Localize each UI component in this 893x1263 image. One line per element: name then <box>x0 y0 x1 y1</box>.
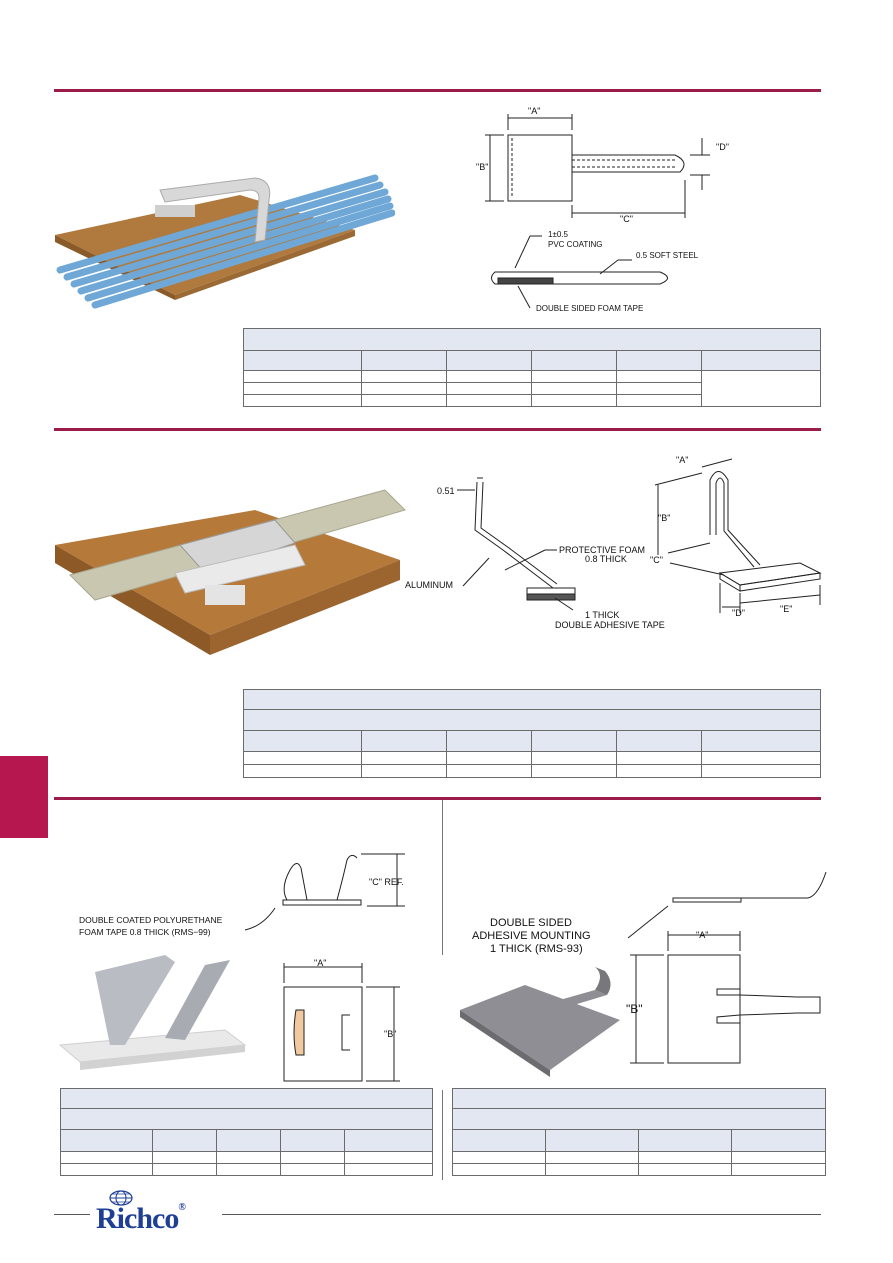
holder-dim-b: "B" <box>658 513 670 523</box>
pvc-label: PVC COATING <box>548 240 603 249</box>
clip-ref-label: "C" REF. <box>369 877 404 887</box>
clip-tape-label-1: DOUBLE COATED POLYURETHANE <box>79 915 223 925</box>
profile-thickness: 0.51 <box>437 486 455 496</box>
globe-icon <box>109 1190 133 1206</box>
product-image-adhesive-mount <box>460 967 620 1077</box>
clamp-dim-b: "B" <box>476 162 488 172</box>
logo-wordmark: Richco <box>96 1202 179 1235</box>
holder-dim-a: "A" <box>676 455 688 465</box>
dual-clip-dim-a: "A" <box>314 958 326 968</box>
holder-dim-c: "C" <box>650 555 663 565</box>
diagram-flat-cable-holder-dims: "A" "B" "C" "D" "E" <box>650 455 822 618</box>
mount-tape-label-1: DOUBLE SIDED <box>490 917 572 929</box>
section-rule-bottom <box>54 797 821 800</box>
mount-dim-b: "B" <box>626 1002 643 1016</box>
adhesive-tape-label: DOUBLE ADHESIVE TAPE <box>555 620 665 630</box>
diagram-dual-clip-dims: "A" "B" <box>283 958 400 1082</box>
diagram-dual-clip: "C" REF. DOUBLE COATED POLYURETHANE FOAM… <box>79 853 405 937</box>
column-divider-lower <box>442 1090 443 1180</box>
section-rule-top <box>54 89 821 92</box>
product-image-dual-clip <box>58 955 247 1070</box>
column-divider <box>442 800 443 955</box>
aluminum-label: ALUMINUM <box>405 580 453 590</box>
steel-label: 0.5 SOFT STEEL <box>636 251 699 260</box>
dual-clip-dim-b: "B" <box>384 1029 396 1039</box>
section-side-tab <box>0 756 48 838</box>
logo-registered-mark: ® <box>178 1202 186 1213</box>
product-image-flat-cable-holder <box>55 489 406 655</box>
footer-rule <box>222 1214 821 1215</box>
spec-table-2 <box>243 689 821 778</box>
diagram-adhesive-mount-dims: "A" "B" <box>626 930 821 1064</box>
product-image-cable-clamp <box>55 174 395 309</box>
protective-foam-label: PROTECTIVE FOAM <box>559 545 645 555</box>
diagram-adhesive-mount: DOUBLE SIDED ADHESIVE MOUNTING 1 THICK (… <box>472 871 827 955</box>
clip-tape-label-2: FOAM TAPE 0.8 THICK (RMS−99) <box>79 927 211 937</box>
diagram-cable-clamp: "A" "B" "C" "D" 1±0.5 PVC COATING 0.5 SO… <box>476 106 729 313</box>
holder-dim-e: "E" <box>780 604 792 614</box>
spec-table-3 <box>60 1088 433 1176</box>
clamp-dim-d: "D" <box>716 142 729 152</box>
section-rule-middle <box>54 428 821 431</box>
mount-dim-a: "A" <box>696 930 708 940</box>
mount-tape-label-3: 1 THICK (RMS-93) <box>490 943 583 955</box>
holder-dim-d: "D" <box>732 608 745 618</box>
spec-table-4 <box>452 1088 826 1176</box>
diagram-aluminum-profile: 0.51 ALUMINUM PROTECTIVE FOAM 0.8 THICK … <box>405 477 665 630</box>
foam-tape-label: DOUBLE SIDED FOAM TAPE <box>536 304 643 313</box>
footer-rule-left <box>54 1214 90 1215</box>
tape-thickness-label: 1 THICK <box>585 610 619 620</box>
foam-thickness-label: 0.8 THICK <box>585 554 627 564</box>
clamp-dim-a: "A" <box>528 106 540 116</box>
pvc-value: 1±0.5 <box>548 230 569 239</box>
clamp-dim-c: "C" <box>620 214 633 224</box>
spec-table-1 <box>243 328 821 407</box>
mount-tape-label-2: ADHESIVE MOUNTING <box>472 930 591 942</box>
richco-logo: Richco® <box>96 1202 186 1236</box>
